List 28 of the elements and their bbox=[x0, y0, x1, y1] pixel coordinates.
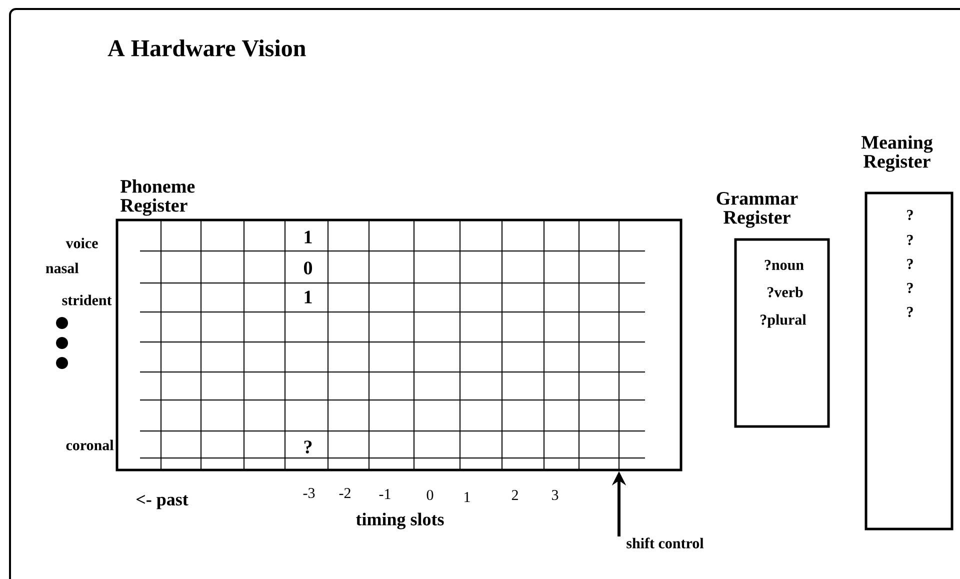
register-value: ?plural bbox=[760, 314, 806, 328]
register-heading: Grammar Register bbox=[716, 192, 798, 228]
feature-label: voice bbox=[66, 238, 98, 248]
bit-value: 0 bbox=[304, 262, 312, 274]
register-value: ?verb bbox=[768, 286, 803, 298]
axis-label: timing slots bbox=[356, 512, 444, 530]
register-value: ?noun bbox=[764, 260, 804, 270]
title: A Hardware Vision bbox=[108, 40, 306, 56]
register-value: ? bbox=[907, 210, 913, 220]
slot-number: 2 bbox=[512, 490, 518, 500]
register-value: ? bbox=[907, 258, 913, 270]
slot-number: -3 bbox=[303, 488, 315, 498]
register-value: ? bbox=[907, 306, 913, 318]
register-value: ? bbox=[907, 234, 913, 246]
slot-number: -2 bbox=[339, 488, 350, 498]
slot-number: 3 bbox=[552, 490, 558, 500]
bit-value: 1 bbox=[304, 230, 312, 244]
slot-number: -1 bbox=[379, 489, 390, 499]
feature-label: nasal bbox=[46, 262, 79, 274]
register-heading: Phoneme Register bbox=[120, 179, 195, 216]
register-heading: Meaning Register bbox=[861, 135, 933, 172]
bit-value: 1 bbox=[304, 290, 312, 304]
register-value: ? bbox=[907, 282, 913, 294]
bit-value: ? bbox=[304, 440, 312, 454]
direction-label: <- past bbox=[136, 494, 188, 510]
control-label: shift control bbox=[626, 538, 704, 548]
slot-number: 1 bbox=[464, 492, 470, 502]
slot-number: 0 bbox=[426, 490, 434, 500]
